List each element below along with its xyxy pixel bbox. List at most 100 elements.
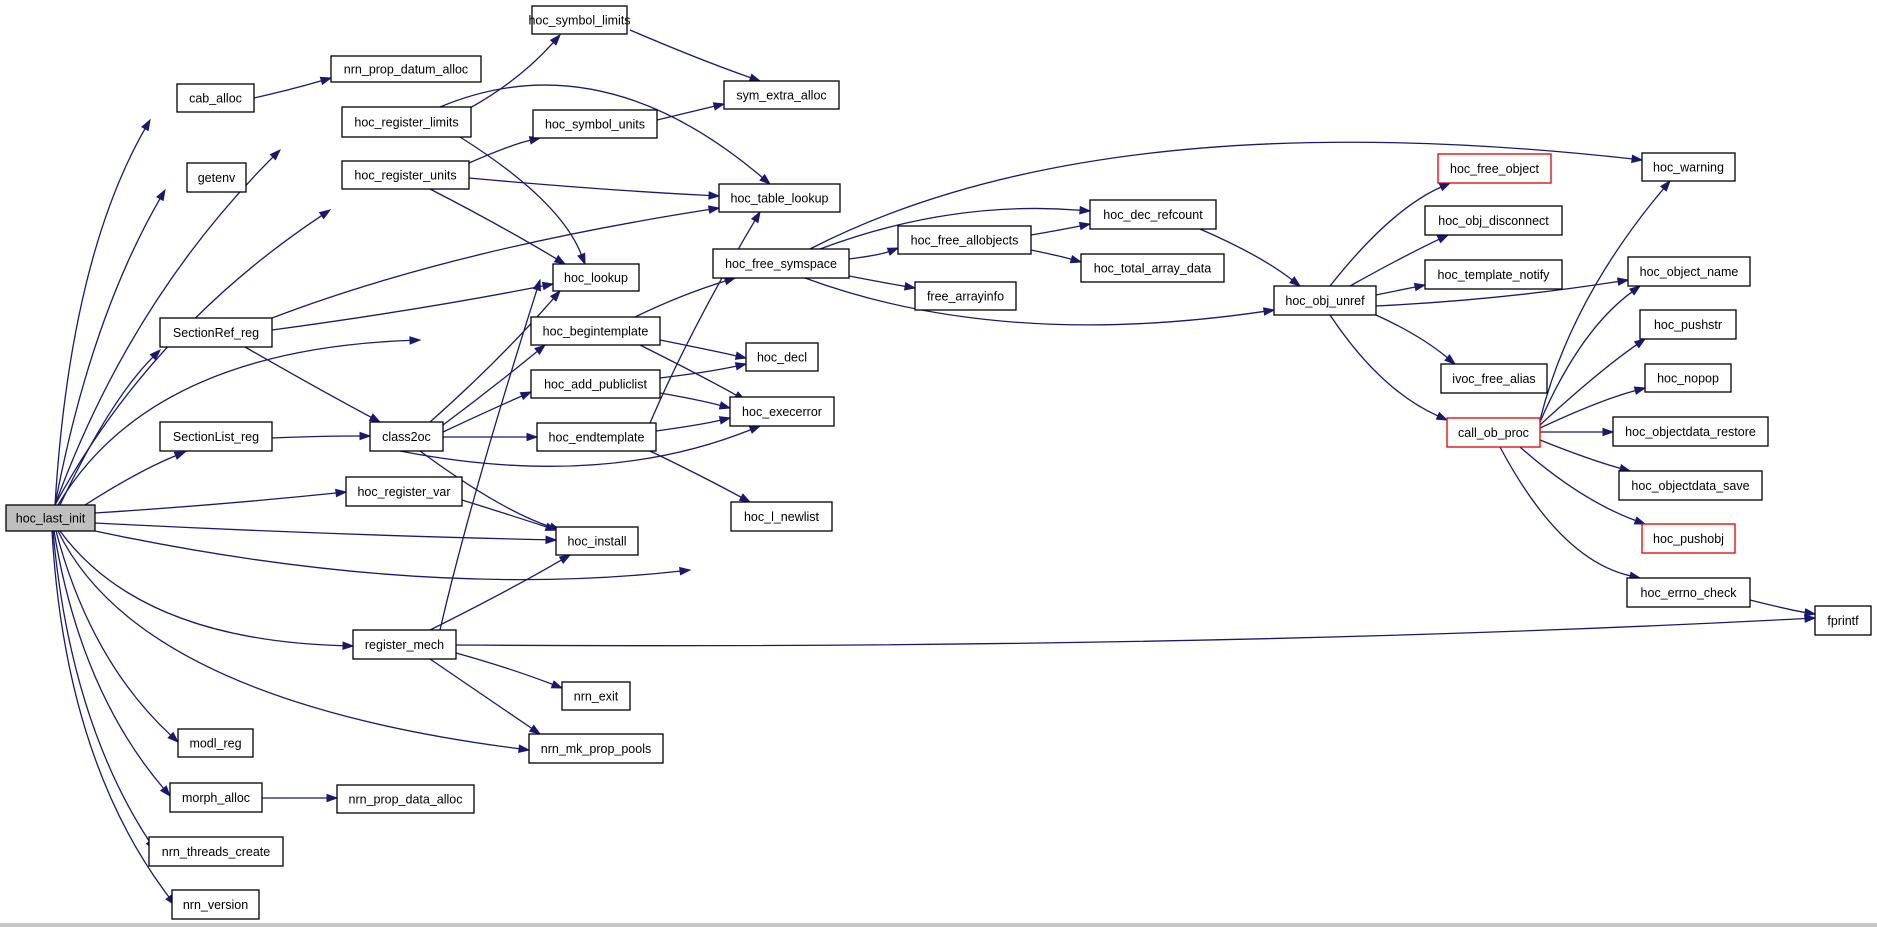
node-box[interactable] <box>341 106 472 138</box>
node-box[interactable] <box>530 369 661 399</box>
node-box[interactable] <box>1424 259 1563 290</box>
node-fprintf[interactable]: fprintf <box>1814 605 1872 636</box>
node-hoc_object_name[interactable]: hoc_object_name <box>1627 256 1751 287</box>
node-box[interactable] <box>530 316 661 346</box>
node-box[interactable] <box>718 183 841 213</box>
node-box[interactable] <box>1424 205 1563 236</box>
node-box[interactable] <box>712 248 850 279</box>
node-nrn_prop_data_alloc[interactable]: nrn_prop_data_alloc <box>336 784 475 814</box>
node-register_mech[interactable]: register_mech <box>352 629 457 660</box>
node-class2oc[interactable]: class2oc <box>369 421 444 452</box>
node-nrn_mk_prop_pools[interactable]: nrn_mk_prop_pools <box>528 733 664 764</box>
node-box[interactable] <box>561 681 631 711</box>
node-box[interactable] <box>528 733 664 764</box>
node-hoc_lookup[interactable]: hoc_lookup <box>552 263 640 292</box>
node-box[interactable] <box>1440 363 1548 394</box>
node-hoc_obj_disconnect[interactable]: hoc_obj_disconnect <box>1424 205 1563 236</box>
node-box[interactable] <box>531 5 628 35</box>
node-box[interactable] <box>723 80 840 110</box>
node-box[interactable] <box>369 421 444 452</box>
node-hoc_free_symspace[interactable]: hoc_free_symspace <box>712 248 850 279</box>
node-box[interactable] <box>729 396 835 427</box>
node-hoc_free_allobjects[interactable]: hoc_free_allobjects <box>897 225 1032 255</box>
node-box[interactable] <box>171 889 260 920</box>
node-hoc_begintemplate[interactable]: hoc_begintemplate <box>530 316 661 346</box>
node-box[interactable] <box>1089 199 1217 230</box>
node-box[interactable] <box>532 109 658 139</box>
node-hoc_install[interactable]: hoc_install <box>555 526 639 556</box>
node-box[interactable] <box>1814 605 1872 636</box>
node-box[interactable] <box>1437 153 1552 184</box>
node-box[interactable] <box>1618 470 1763 501</box>
node-box[interactable] <box>1641 523 1736 554</box>
node-hoc_objectdata_restore[interactable]: hoc_objectdata_restore <box>1612 416 1769 447</box>
node-free_arrayinfo[interactable]: free_arrayinfo <box>914 281 1017 311</box>
node-nrn_threads_create[interactable]: nrn_threads_create <box>148 836 284 867</box>
node-hoc_add_publiclist[interactable]: hoc_add_publiclist <box>530 369 661 399</box>
node-box[interactable] <box>169 782 263 813</box>
node-box[interactable] <box>555 526 639 556</box>
node-box[interactable] <box>345 476 463 507</box>
node-hoc_decl[interactable]: hoc_decl <box>745 342 819 372</box>
node-hoc_objectdata_save[interactable]: hoc_objectdata_save <box>1618 470 1763 501</box>
node-box[interactable] <box>745 342 819 372</box>
node-box[interactable] <box>897 225 1032 255</box>
node-hoc_register_limits[interactable]: hoc_register_limits <box>341 106 472 138</box>
node-call_ob_proc[interactable]: call_ob_proc <box>1446 417 1541 448</box>
node-SectionRef_reg[interactable]: SectionRef_reg <box>159 317 273 348</box>
node-box[interactable] <box>1446 417 1541 448</box>
node-nrn_version[interactable]: nrn_version <box>171 889 260 920</box>
node-box[interactable] <box>159 317 273 348</box>
node-box[interactable] <box>1612 416 1769 447</box>
node-morph_alloc[interactable]: morph_alloc <box>169 782 263 813</box>
node-hoc_endtemplate[interactable]: hoc_endtemplate <box>536 422 657 452</box>
node-cab_alloc[interactable]: cab_alloc <box>176 83 255 113</box>
node-box[interactable] <box>552 263 640 292</box>
node-box[interactable] <box>1639 309 1737 340</box>
node-box[interactable] <box>330 55 482 83</box>
node-hoc_free_object[interactable]: hoc_free_object <box>1437 153 1552 184</box>
node-nrn_prop_datum_alloc[interactable]: nrn_prop_datum_alloc <box>330 55 482 83</box>
node-box[interactable] <box>1644 363 1732 393</box>
node-hoc_execerror[interactable]: hoc_execerror <box>729 396 835 427</box>
node-hoc_last_init[interactable]: hoc_last_init <box>5 504 96 532</box>
node-ivoc_free_alias[interactable]: ivoc_free_alias <box>1440 363 1548 394</box>
node-nrn_exit[interactable]: nrn_exit <box>561 681 631 711</box>
node-box[interactable] <box>914 281 1017 311</box>
node-hoc_pushstr[interactable]: hoc_pushstr <box>1639 309 1737 340</box>
node-hoc_warning[interactable]: hoc_warning <box>1641 152 1736 182</box>
node-box[interactable] <box>159 421 273 452</box>
node-box[interactable] <box>177 728 254 758</box>
node-hoc_total_array_data[interactable]: hoc_total_array_data <box>1080 253 1225 283</box>
node-hoc_register_units[interactable]: hoc_register_units <box>341 160 470 190</box>
node-hoc_l_newlist[interactable]: hoc_l_newlist <box>730 501 833 532</box>
node-box[interactable] <box>1273 285 1377 316</box>
node-box[interactable] <box>352 629 457 660</box>
node-box[interactable] <box>336 784 475 814</box>
node-hoc_dec_refcount[interactable]: hoc_dec_refcount <box>1089 199 1217 230</box>
node-box[interactable] <box>730 501 833 532</box>
node-getenv[interactable]: getenv <box>186 162 247 193</box>
node-hoc_errno_check[interactable]: hoc_errno_check <box>1626 577 1751 608</box>
node-SectionList_reg[interactable]: SectionList_reg <box>159 421 273 452</box>
node-box[interactable] <box>1626 577 1751 608</box>
node-box[interactable] <box>148 836 284 867</box>
node-box[interactable] <box>536 422 657 452</box>
node-hoc_symbol_limits[interactable]: hoc_symbol_limits <box>528 5 631 35</box>
node-hoc_nopop[interactable]: hoc_nopop <box>1644 363 1732 393</box>
node-box[interactable] <box>5 504 96 532</box>
node-box[interactable] <box>1627 256 1751 287</box>
node-modl_reg[interactable]: modl_reg <box>177 728 254 758</box>
node-hoc_pushobj[interactable]: hoc_pushobj <box>1641 523 1736 554</box>
node-hoc_symbol_units[interactable]: hoc_symbol_units <box>532 109 658 139</box>
node-hoc_register_var[interactable]: hoc_register_var <box>345 476 463 507</box>
node-box[interactable] <box>176 83 255 113</box>
node-hoc_obj_unref[interactable]: hoc_obj_unref <box>1273 285 1377 316</box>
node-sym_extra_alloc[interactable]: sym_extra_alloc <box>723 80 840 110</box>
node-box[interactable] <box>1641 152 1736 182</box>
node-box[interactable] <box>341 160 470 190</box>
node-box[interactable] <box>186 162 247 193</box>
node-hoc_template_notify[interactable]: hoc_template_notify <box>1424 259 1563 290</box>
node-hoc_table_lookup[interactable]: hoc_table_lookup <box>718 183 841 213</box>
node-box[interactable] <box>1080 253 1225 283</box>
